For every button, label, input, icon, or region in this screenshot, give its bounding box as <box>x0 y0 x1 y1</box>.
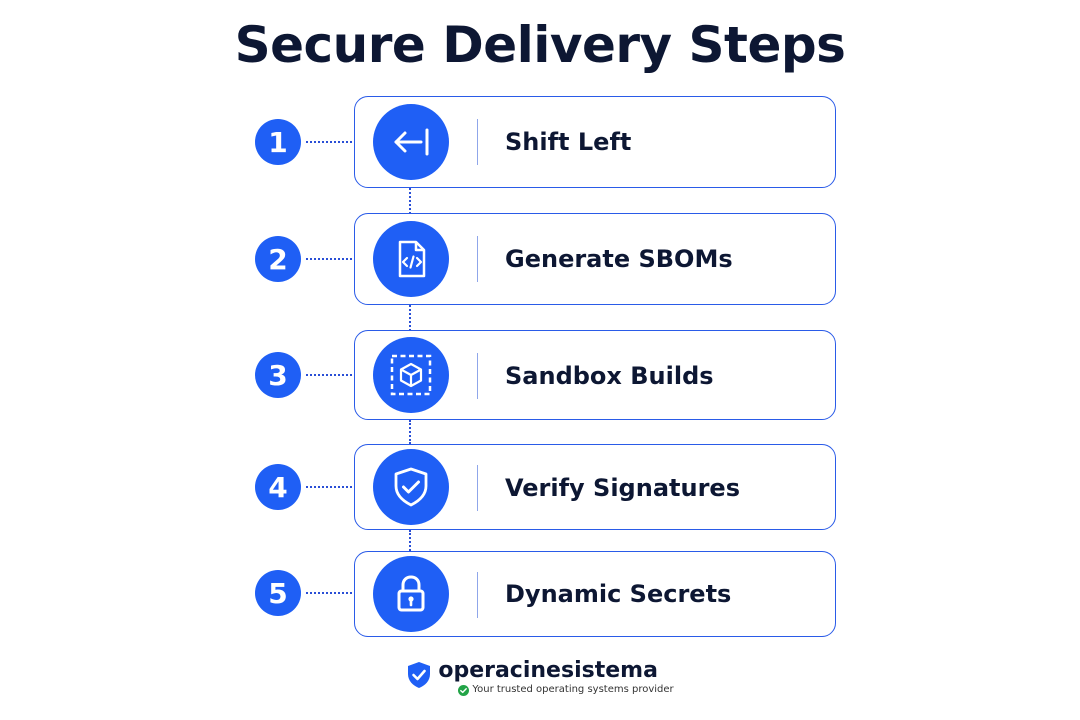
step-label: Dynamic Secrets <box>505 580 732 608</box>
padlock-icon <box>373 556 449 632</box>
step-label: Generate SBOMs <box>505 245 733 273</box>
step-3: 3 Sandbox Builds <box>0 330 1080 420</box>
card-divider <box>477 572 478 618</box>
brand-footer: operacinesistema Your trusted operating … <box>0 658 1080 696</box>
step-number: 1 <box>255 119 301 165</box>
step-connector <box>306 258 352 260</box>
brand-tagline-text: Your trusted operating systems provider <box>472 684 674 695</box>
card-divider <box>477 236 478 282</box>
step-connector <box>306 374 352 376</box>
step-1: 1 Shift Left <box>0 96 1080 188</box>
card-divider <box>477 353 478 399</box>
spine-connector <box>409 305 411 331</box>
step-card: Shift Left <box>354 96 836 188</box>
card-divider <box>477 465 478 511</box>
step-label: Sandbox Builds <box>505 362 714 390</box>
step-connector <box>306 592 352 594</box>
step-4: 4 Verify Signatures <box>0 444 1080 530</box>
step-card: Sandbox Builds <box>354 330 836 420</box>
step-label: Verify Signatures <box>505 474 740 502</box>
code-file-icon <box>373 221 449 297</box>
step-label: Shift Left <box>505 128 632 156</box>
step-2: 2 Generate SBOMs <box>0 213 1080 305</box>
check-circle-icon <box>458 684 470 696</box>
step-card: Generate SBOMs <box>354 213 836 305</box>
spine-connector <box>409 188 411 214</box>
step-number: 3 <box>255 352 301 398</box>
step-number: 2 <box>255 236 301 282</box>
arrow-left-to-bar-icon <box>373 104 449 180</box>
brand-tagline: Your trusted operating systems provider <box>458 684 674 696</box>
step-number: 4 <box>255 464 301 510</box>
step-number: 5 <box>255 570 301 616</box>
step-card: Verify Signatures <box>354 444 836 530</box>
step-card: Dynamic Secrets <box>354 551 836 637</box>
sandbox-cube-icon <box>373 337 449 413</box>
shield-check-logo-icon <box>406 661 432 693</box>
card-divider <box>477 119 478 165</box>
page-title: Secure Delivery Steps <box>234 16 846 74</box>
step-5: 5 Dynamic Secrets <box>0 551 1080 637</box>
spine-connector <box>409 530 411 551</box>
step-connector <box>306 141 352 143</box>
step-connector <box>306 486 352 488</box>
brand-name: operacinesistema <box>438 658 658 683</box>
shield-check-icon <box>373 449 449 525</box>
spine-connector <box>409 420 411 444</box>
